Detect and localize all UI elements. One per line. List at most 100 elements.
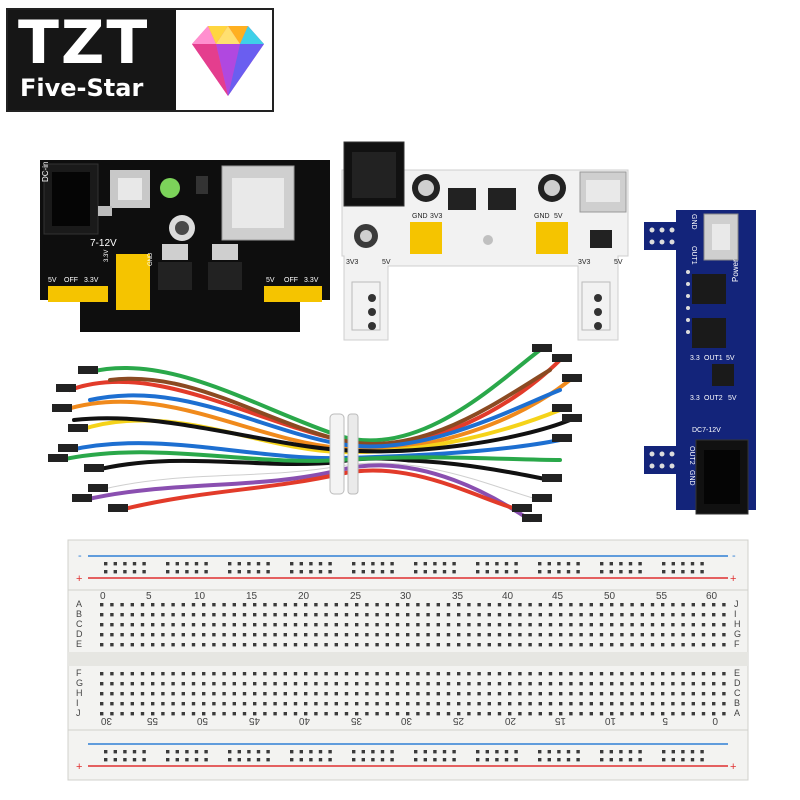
breadboard-hole (290, 750, 294, 754)
breadboard-hole (104, 562, 108, 566)
breadboard-hole (318, 758, 323, 762)
breadboard-hole (701, 682, 706, 686)
breadboard-hole (610, 643, 614, 647)
breadboard-hole (528, 633, 532, 637)
breadboard-hole (304, 672, 308, 676)
breadboard-hole (202, 712, 206, 716)
breadboard-hole (110, 623, 114, 627)
breadboard-hole (599, 623, 604, 627)
breadboard-hole (681, 692, 685, 696)
breadboard-hole (365, 613, 369, 617)
breadboard-hole (237, 562, 241, 566)
breadboard-hole (110, 712, 114, 716)
breadboard-hole (344, 672, 349, 676)
breadboard-hole (104, 570, 108, 574)
breadboard-hole (630, 682, 634, 686)
breadboard-hole (712, 712, 716, 716)
breadboard-hole (166, 570, 170, 574)
breadboard-hole (638, 750, 642, 754)
breadboard-hole (355, 613, 359, 617)
col-num: 30 (400, 591, 412, 602)
breadboard-hole (355, 692, 359, 696)
breadboard-hole (661, 682, 665, 686)
breadboard-hole (477, 702, 481, 706)
breadboard-hole (712, 603, 716, 607)
breadboard-hole (528, 623, 532, 627)
breadboard-hole (671, 682, 675, 686)
breadboard-hole (671, 672, 675, 676)
breadboard-hole (518, 603, 522, 607)
breadboard-hole (273, 712, 277, 716)
breadboard-hole (395, 633, 400, 637)
breadboard-hole (620, 603, 624, 607)
breadboard-hole (365, 672, 369, 676)
breadboard-hole (436, 633, 440, 637)
breadboard-hole (446, 643, 451, 647)
breadboard-hole (538, 702, 542, 706)
label-gnd-bottom: GND (688, 470, 695, 486)
breadboard-hole (691, 623, 695, 627)
breadboard-hole (681, 672, 685, 676)
breadboard-hole (446, 623, 451, 627)
breadboard-hole (620, 672, 624, 676)
breadboard-hole (406, 712, 410, 716)
breadboard-hole (559, 682, 563, 686)
breadboard-hole (650, 623, 655, 627)
label-out2-bottom: OUT2 (688, 446, 695, 465)
breadboard-hole (416, 702, 420, 706)
row-letter: E (76, 639, 82, 649)
breadboard-hole (497, 672, 502, 676)
breadboard-hole (232, 682, 236, 686)
breadboard-hole (650, 603, 655, 607)
breadboard-hole (293, 623, 298, 627)
breadboard-hole (518, 643, 522, 647)
breadboard-hole (495, 758, 499, 762)
breadboard-hole (681, 750, 685, 754)
breadboard-hole (701, 692, 706, 696)
breadboard-hole (538, 672, 542, 676)
breadboard-hole (175, 758, 179, 762)
breadboard-hole (309, 758, 313, 762)
breadboard-hole (395, 623, 400, 627)
breadboard-hole (628, 570, 633, 574)
breadboard-hole (171, 613, 175, 617)
breadboard-hole (375, 633, 379, 637)
breadboard-hole (681, 623, 685, 627)
col-num: 55 (656, 591, 668, 602)
breadboard-hole (283, 623, 287, 627)
breadboard-hole (293, 613, 298, 617)
breadboard-hole (361, 570, 365, 574)
breadboard-hole (691, 643, 695, 647)
breadboard-hole (446, 682, 451, 686)
breadboard-hole (161, 682, 165, 686)
breadboard-hole (334, 672, 338, 676)
breadboard-hole (194, 758, 199, 762)
breadboard-hole (212, 623, 216, 627)
breadboard-hole (334, 682, 338, 686)
breadboard-hole (355, 672, 359, 676)
breadboard-hole (247, 750, 251, 754)
label-3v3-out2: 3.3 (690, 395, 700, 402)
row-letter: J (76, 708, 81, 718)
breadboard-hole (518, 613, 522, 617)
label-5v-top-right: 5V (554, 213, 563, 220)
breadboard-hole (426, 702, 430, 706)
label-3v3-bottom-right: 3V3 (578, 259, 591, 266)
breadboard-hole (140, 672, 145, 676)
breadboard-hole (433, 758, 437, 762)
breadboard-hole (579, 672, 583, 676)
breadboard-hole (599, 692, 604, 696)
breadboard-hole (548, 682, 553, 686)
breadboard-hole (508, 623, 512, 627)
breadboard-hole (638, 562, 642, 566)
breadboard-hole (650, 613, 655, 617)
breadboard-hole (671, 570, 675, 574)
breadboard-hole (640, 623, 644, 627)
breadboard-hole (365, 712, 369, 716)
breadboard-hole (487, 682, 491, 686)
breadboard-hole (477, 633, 481, 637)
breadboard-hole (722, 623, 726, 627)
breadboard-hole (538, 712, 542, 716)
breadboard-hole (640, 603, 644, 607)
breadboard-hole (620, 702, 624, 706)
